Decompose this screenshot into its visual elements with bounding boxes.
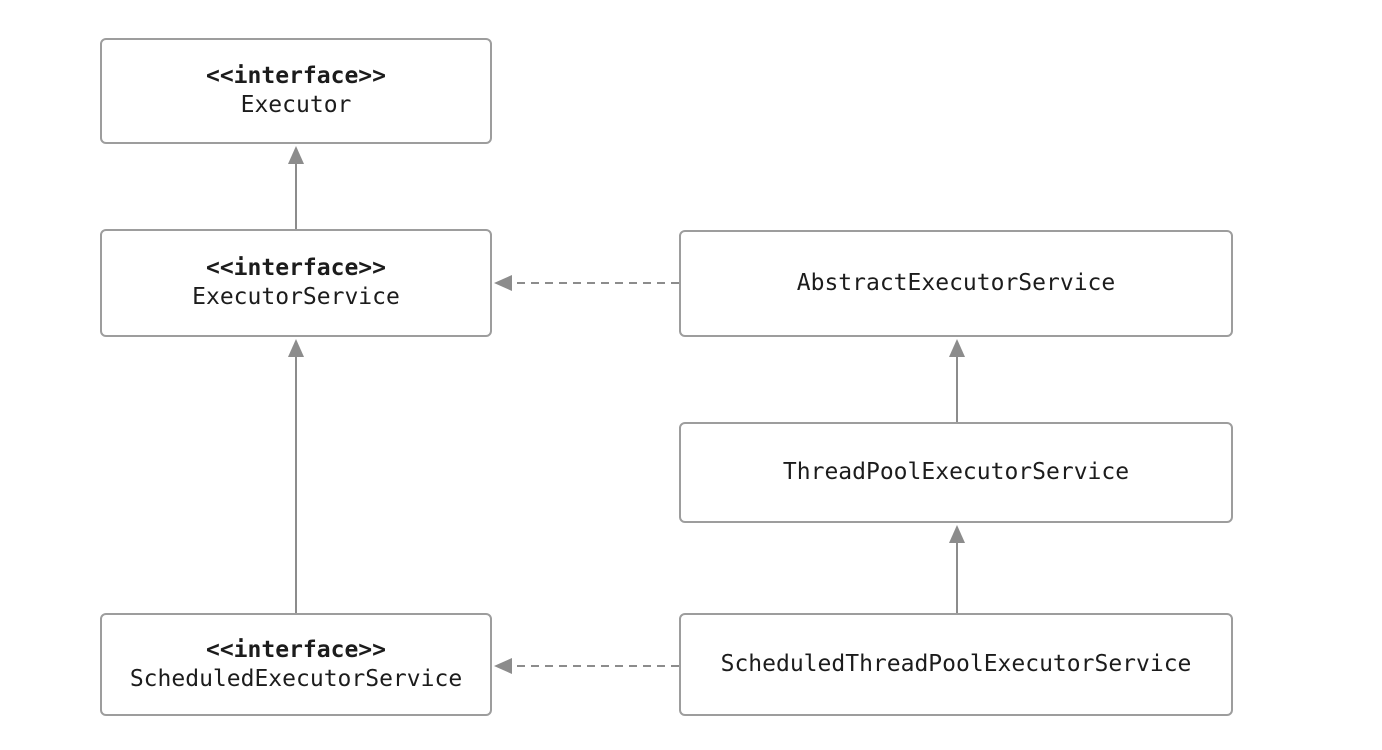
class-name-label: AbstractExecutorService <box>796 270 1116 297</box>
stereotype-label: <<interface>> <box>205 636 386 663</box>
class-box-abstract-executor-service: AbstractExecutorService <box>679 230 1233 337</box>
class-box-thread-pool-executor-service: ThreadPoolExecutorService <box>679 422 1233 523</box>
stereotype-label: <<interface>> <box>205 255 386 282</box>
arrowhead-left-icon <box>494 658 512 674</box>
edge-threadpoolexecutorservice-extends-abstractexecutorservice <box>949 339 965 422</box>
class-box-scheduled-executor-service: <<interface>> ScheduledExecutorService <box>100 613 492 716</box>
arrowhead-up-icon <box>288 339 304 357</box>
arrowhead-up-icon <box>949 525 965 543</box>
edge-executorservice-extends-executor <box>288 146 304 229</box>
arrowhead-left-icon <box>494 275 512 291</box>
class-name-label: Executor <box>240 92 352 118</box>
arrowhead-up-icon <box>288 146 304 164</box>
edge-abstractexecutorservice-implements-executorservice <box>494 275 679 291</box>
edge-scheduledexecutorservice-extends-executorservice <box>288 339 304 613</box>
class-name-label: ScheduledExecutorService <box>129 665 463 692</box>
edge-scheduledthreadpool-implements-scheduledexecutorservice <box>494 658 679 674</box>
class-box-executor-service: <<interface>> ExecutorService <box>100 229 492 337</box>
class-box-scheduled-thread-pool-executor-service: ScheduledThreadPoolExecutorService <box>679 613 1233 716</box>
class-name-label: ThreadPoolExecutorService <box>782 459 1130 486</box>
stereotype-label: <<interface>> <box>205 63 386 90</box>
arrowhead-up-icon <box>949 339 965 357</box>
class-name-label: ScheduledThreadPoolExecutorService <box>720 651 1192 678</box>
class-box-executor: <<interface>> Executor <box>100 38 492 144</box>
class-name-label: ExecutorService <box>192 284 400 310</box>
edge-scheduledthreadpool-extends-threadpool <box>949 525 965 613</box>
